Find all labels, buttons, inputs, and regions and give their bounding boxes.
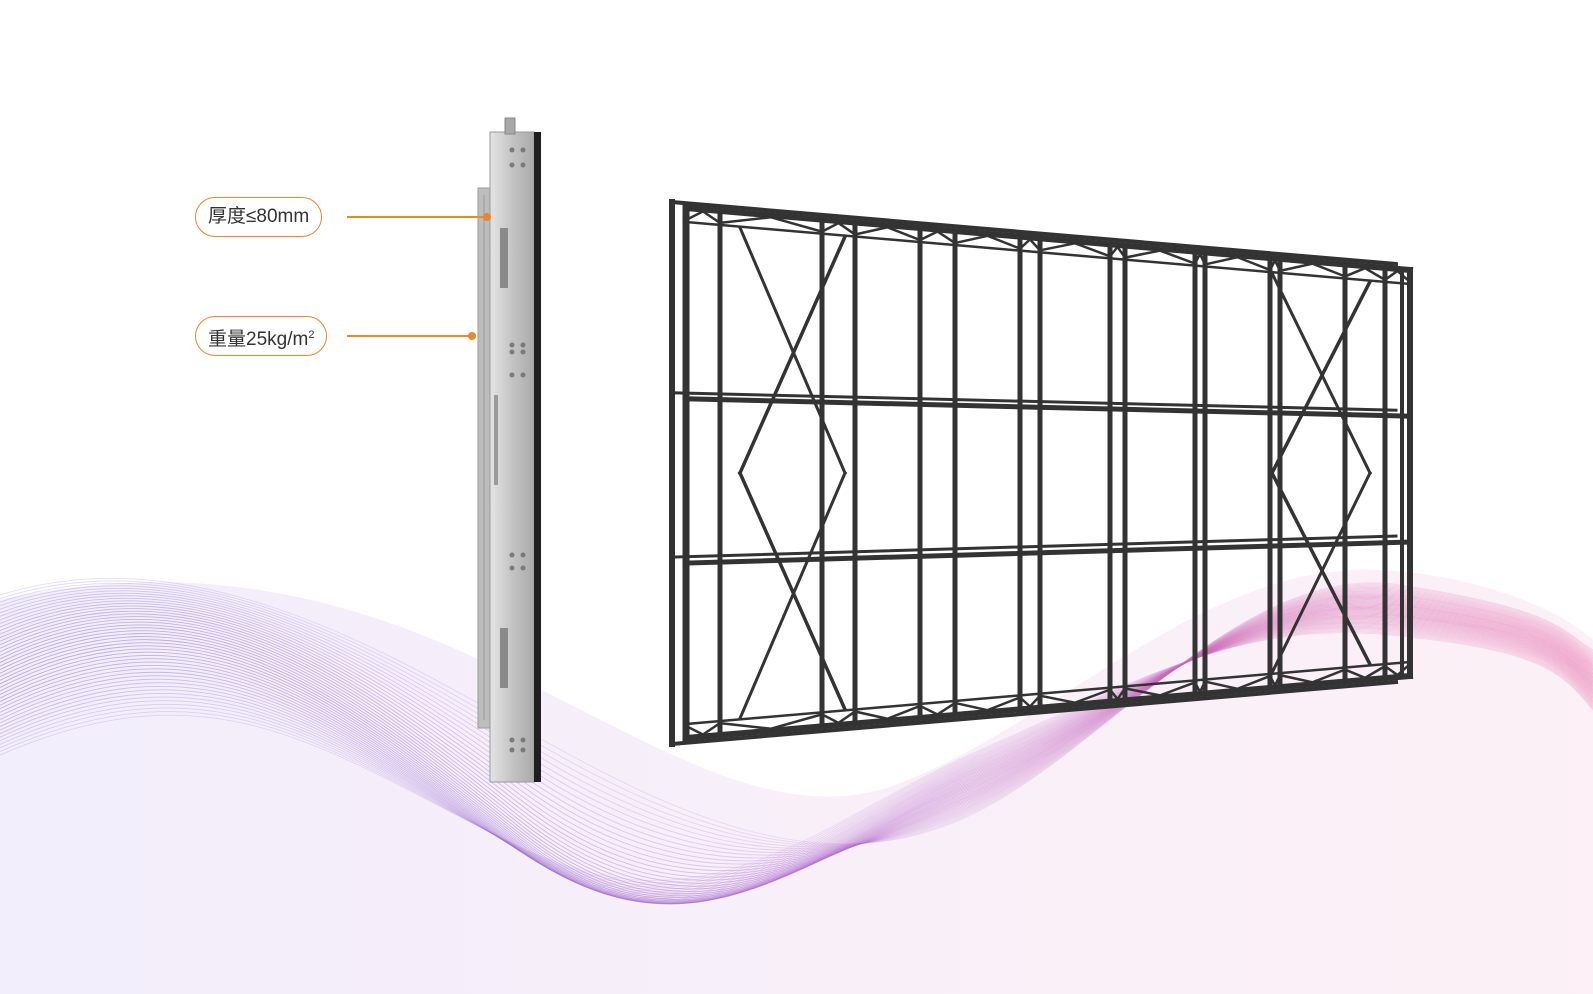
weight-callout: 重量25kg/m2 xyxy=(195,316,328,356)
weight-label: 重量25kg/m xyxy=(208,329,309,350)
thickness-callout: 厚度≤80mm xyxy=(195,197,323,237)
steel-frame-structure xyxy=(669,199,1414,747)
thickness-marker-dot xyxy=(483,213,491,221)
weight-marker-dot xyxy=(468,332,476,340)
led-cabinet-side-view xyxy=(477,117,541,783)
callout-leaders xyxy=(347,213,491,340)
thickness-label: 厚度≤80mm xyxy=(208,206,310,227)
weight-unit-superscript: 2 xyxy=(308,329,315,341)
